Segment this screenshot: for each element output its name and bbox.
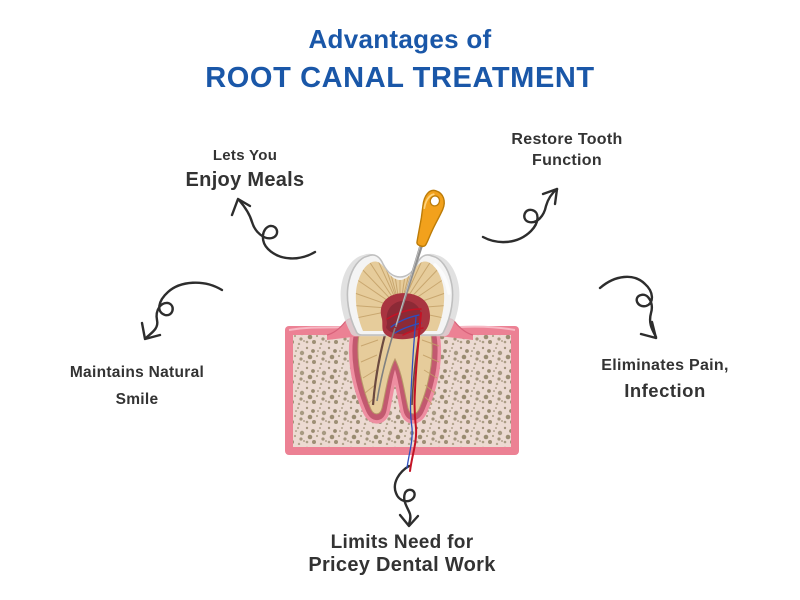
benefit-line: Restore Tooth [511, 131, 623, 148]
root-canal-illustration [285, 189, 519, 472]
curly-arrow-top-left-icon [230, 197, 317, 260]
benefit-line: Eliminates Pain, [601, 357, 729, 374]
curly-arrow-mid-right-icon [598, 275, 658, 340]
benefit-mid-left: Maintains Natural Smile [52, 359, 222, 413]
benefit-line: Pricey Dental Work [308, 554, 496, 576]
endodontic-file-icon [376, 189, 445, 402]
benefit-line: Lets You [212, 147, 278, 164]
pulp-vessels [380, 293, 430, 472]
benefit-line: Infection [624, 380, 706, 401]
benefit-top-left: Lets You Enjoy Meals [160, 147, 330, 192]
title-line-2: ROOT CANAL TREATMENT [205, 62, 595, 94]
curly-arrow-bottom-icon [393, 464, 420, 528]
benefit-line: Maintains Natural [69, 364, 205, 381]
benefit-line: Smile [115, 391, 159, 408]
benefit-line: Function [532, 152, 602, 169]
curly-arrow-mid-left-icon [140, 281, 224, 341]
curly-arrow-top-right-icon [481, 187, 559, 244]
benefit-top-right: Restore Tooth Function [489, 129, 645, 171]
title-line-1: Advantages of [308, 24, 492, 54]
benefit-line: Limits Need for [330, 532, 474, 553]
benefit-line: Enjoy Meals [185, 169, 305, 191]
benefit-bottom: Limits Need for Pricey Dental Work [302, 532, 502, 576]
benefit-mid-right: Eliminates Pain, Infection [583, 357, 747, 402]
